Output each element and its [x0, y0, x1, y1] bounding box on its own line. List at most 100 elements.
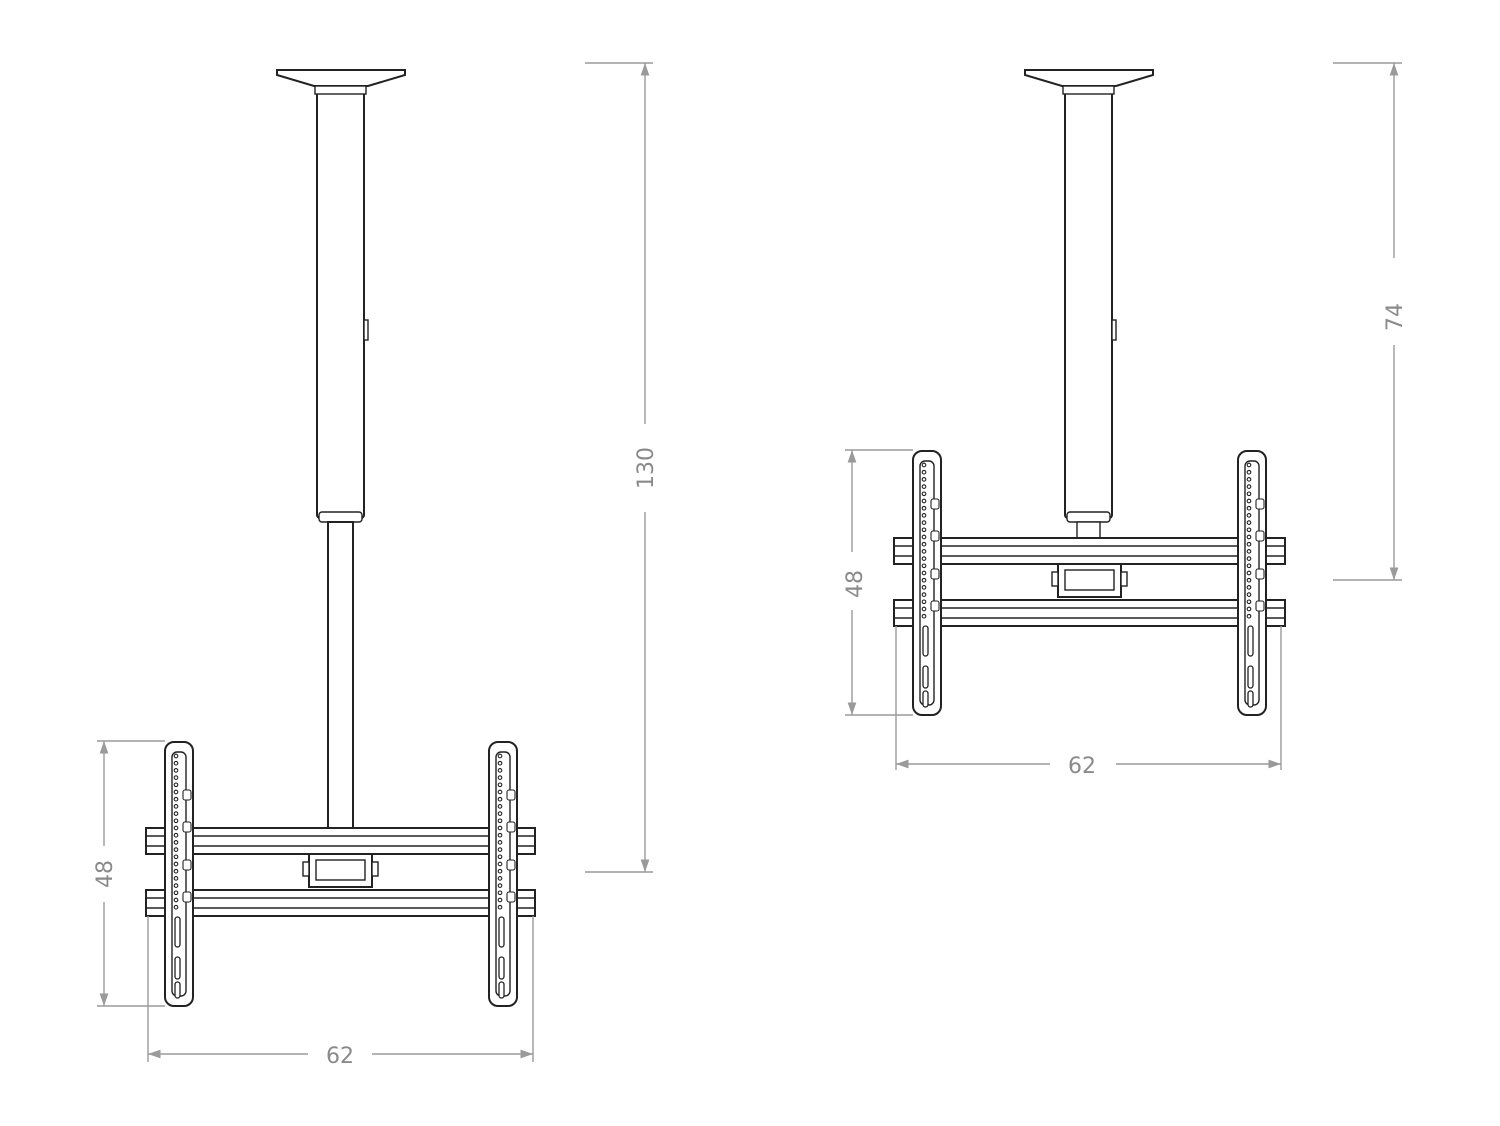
- tilt-block-inner: [315, 859, 366, 881]
- mounting-hole: [1246, 592, 1252, 597]
- tube-end-cap: [318, 511, 363, 523]
- mounting-hole: [921, 477, 927, 482]
- mounting-hole: [497, 811, 503, 816]
- mounting-hole: [497, 861, 503, 867]
- mounting-hole: [921, 577, 927, 583]
- clamp-tab: [930, 530, 940, 542]
- extended-view: 130 48 62: [93, 62, 659, 1069]
- mounting-hole: [921, 563, 927, 569]
- retracted-view: 74 48 62: [843, 62, 1408, 779]
- mounting-slot: [174, 956, 181, 980]
- mounting-hole: [1246, 585, 1252, 590]
- mounting-slot: [174, 981, 181, 999]
- mounting-hole: [497, 796, 503, 802]
- ceiling-plate: [276, 69, 406, 87]
- mounting-hole: [173, 868, 179, 874]
- lower-rail: [893, 599, 1286, 627]
- mounting-hole: [921, 556, 927, 561]
- clamp-tab: [182, 891, 192, 903]
- mounting-hole: [497, 847, 503, 852]
- mounting-hole: [1246, 534, 1252, 540]
- clamp-tab: [930, 600, 940, 612]
- tilt-knob-right: [1120, 571, 1128, 587]
- mounting-hole: [173, 854, 179, 860]
- mounting-hole: [921, 469, 927, 475]
- clamp-tab: [1255, 498, 1265, 510]
- mounting-hole: [1246, 613, 1252, 619]
- mounting-hole: [921, 613, 927, 619]
- clamp-tab: [930, 568, 940, 580]
- mounting-hole: [497, 868, 503, 874]
- mounting-hole: [173, 804, 179, 809]
- ceiling-plate: [1024, 69, 1154, 87]
- outer-tube: [316, 85, 365, 519]
- height-dimension: 74: [1333, 62, 1408, 581]
- width-dimension: 62: [147, 916, 534, 1069]
- mounting-hole: [497, 760, 503, 766]
- mounting-hole: [497, 883, 503, 888]
- mounting-slot: [922, 690, 929, 708]
- bracket-height-dimension: 48: [843, 449, 913, 716]
- mounting-hole: [173, 897, 179, 903]
- mounting-hole: [1246, 469, 1252, 475]
- tube-lock-knob: [1111, 319, 1117, 341]
- clamp-tab: [182, 789, 192, 801]
- mounting-hole: [921, 520, 927, 525]
- mounting-hole: [921, 570, 927, 576]
- mounting-hole: [921, 462, 927, 468]
- bracket-height-label: 48: [843, 570, 868, 598]
- mounting-hole: [497, 775, 503, 780]
- right-vertical-plate: [488, 741, 518, 1007]
- mounting-hole: [173, 840, 179, 845]
- bracket-height-label: 48: [93, 860, 118, 888]
- mounting-hole: [497, 876, 503, 881]
- mounting-hole: [497, 854, 503, 860]
- clamp-tab: [1255, 600, 1265, 612]
- mounting-hole: [497, 804, 503, 809]
- mounting-hole: [921, 484, 927, 489]
- mounting-hole: [1246, 505, 1252, 511]
- tube-collar: [1062, 85, 1115, 95]
- mounting-hole: [173, 832, 179, 838]
- mounting-hole: [173, 753, 179, 759]
- mounting-slot: [1247, 690, 1254, 708]
- mounting-hole: [1246, 462, 1252, 468]
- clamp-tab: [930, 498, 940, 510]
- mounting-hole: [921, 599, 927, 605]
- mounting-hole: [1246, 563, 1252, 569]
- inner-tube: [327, 521, 354, 829]
- mounting-hole: [173, 811, 179, 816]
- left-vertical-plate: [164, 741, 194, 1007]
- width-dimension: 62: [895, 626, 1282, 779]
- upper-rail: [145, 827, 536, 855]
- height-dimension: 130: [585, 62, 659, 873]
- mounting-hole: [1246, 541, 1252, 547]
- width-label: 62: [326, 1044, 354, 1069]
- mounting-hole: [921, 498, 927, 504]
- mounting-hole: [497, 789, 503, 795]
- mounting-hole: [1246, 599, 1252, 605]
- mounting-hole: [921, 549, 927, 554]
- mounting-hole: [497, 768, 503, 773]
- clamp-tab: [1255, 568, 1265, 580]
- mounting-hole: [921, 606, 927, 612]
- mounting-hole: [1246, 577, 1252, 583]
- height-label: 74: [1383, 303, 1408, 331]
- mounting-hole: [173, 876, 179, 881]
- clamp-tab: [506, 789, 516, 801]
- clamp-tab: [506, 859, 516, 871]
- mounting-slot: [922, 625, 929, 657]
- clamp-tab: [506, 821, 516, 833]
- outer-tube: [1064, 85, 1113, 519]
- mounting-hole: [497, 832, 503, 838]
- mounting-slot: [498, 916, 505, 948]
- mounting-slot: [1247, 625, 1254, 657]
- mounting-hole: [173, 768, 179, 773]
- tube-collar: [314, 85, 367, 95]
- tilt-knob-right: [371, 861, 379, 877]
- mounting-hole: [173, 861, 179, 867]
- mounting-hole: [497, 818, 503, 824]
- mounting-hole: [173, 904, 179, 910]
- mounting-hole: [1246, 527, 1252, 533]
- mounting-hole: [173, 775, 179, 780]
